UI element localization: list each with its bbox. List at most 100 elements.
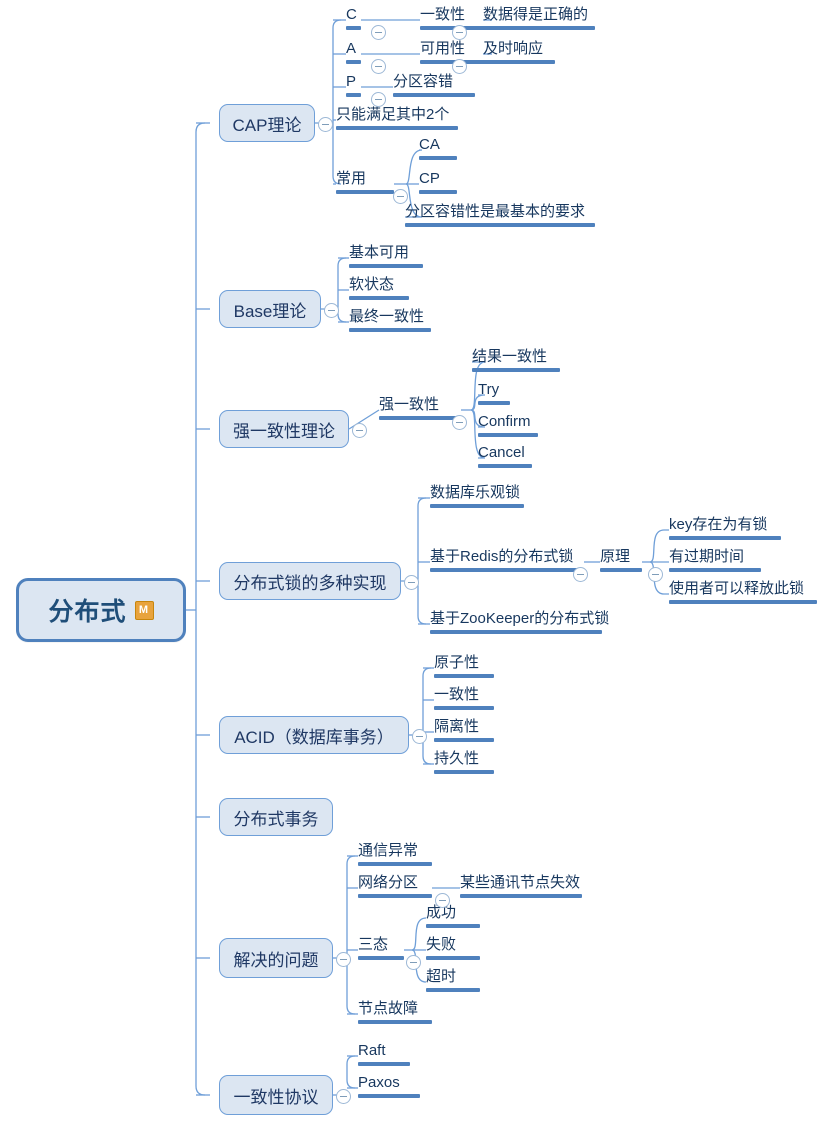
leaf-node-label: CP: [419, 170, 440, 187]
leaf-node-base2[interactable]: 软状态: [349, 277, 409, 305]
leaf-underline-bar: [426, 924, 480, 928]
collapse-minus-icon-redis[interactable]: [573, 567, 588, 582]
leaf-node-common[interactable]: 常用: [336, 171, 394, 199]
leaf-node-prob2-desc[interactable]: 某些通讯节点失效: [460, 875, 582, 903]
leaf-node-prob2[interactable]: 网络分区: [358, 875, 432, 903]
leaf-node-cp[interactable]: CP: [419, 171, 457, 199]
minus-glyph: [397, 196, 404, 197]
branch-node-acid[interactable]: ACID（数据库事务）: [219, 716, 409, 754]
leaf-node-label: Paxos: [358, 1074, 400, 1091]
root-node-label: 分布式: [48, 598, 127, 626]
leaf-underline-bar: [358, 1094, 420, 1098]
leaf-node-base1[interactable]: 基本可用: [349, 245, 423, 273]
leaf-node-label: 原理: [600, 548, 631, 565]
leaf-node-label: Confirm: [478, 413, 531, 430]
leaf-node-only2[interactable]: 只能满足其中2个: [336, 107, 458, 135]
leaf-node-label: 数据得是正确的: [483, 6, 589, 23]
leaf-node-expire[interactable]: 有过期时间: [669, 549, 761, 577]
leaf-node-acid1[interactable]: 原子性: [434, 655, 494, 683]
branch-node-distributed-transaction[interactable]: 分布式事务: [219, 798, 333, 836]
collapse-minus-icon-c[interactable]: [371, 25, 386, 40]
collapse-minus-icon-c-cons[interactable]: [452, 25, 467, 40]
collapse-minus-icon-protocol[interactable]: [336, 1089, 351, 1104]
leaf-node-state2[interactable]: 失败: [426, 937, 480, 965]
leaf-underline-bar: [669, 600, 817, 604]
leaf-underline-bar: [379, 416, 461, 420]
collapse-minus-icon-a[interactable]: [371, 59, 386, 74]
minus-glyph: [456, 32, 463, 33]
leaf-node-label: 持久性: [434, 750, 480, 767]
leaf-node-paxos[interactable]: Paxos: [358, 1075, 420, 1103]
leaf-node-label: 强一致性: [379, 396, 440, 413]
minus-glyph: [408, 582, 415, 583]
leaf-node-acid4[interactable]: 持久性: [434, 751, 494, 779]
leaf-node-prob4[interactable]: 节点故障: [358, 1001, 432, 1029]
collapse-minus-icon-p[interactable]: [371, 92, 386, 107]
leaf-node-confirm[interactable]: Confirm: [478, 414, 538, 442]
branch-node-strong-consistency[interactable]: 强一致性理论: [219, 410, 349, 448]
collapse-minus-icon-principle[interactable]: [648, 567, 663, 582]
leaf-node-zk-lock[interactable]: 基于ZooKeeper的分布式锁: [430, 611, 609, 639]
leaf-node-release[interactable]: 使用者可以释放此锁: [669, 581, 817, 609]
branch-node-consensus-protocol[interactable]: 一致性协议: [219, 1075, 333, 1115]
collapse-minus-icon-problems[interactable]: [336, 952, 351, 967]
collapse-minus-icon-dlock[interactable]: [404, 575, 419, 590]
branch-node-cap[interactable]: CAP理论: [219, 104, 315, 142]
leaf-node-state1[interactable]: 成功: [426, 905, 480, 933]
leaf-node-label: 一致性: [434, 686, 480, 703]
leaf-node-raft[interactable]: Raft: [358, 1043, 410, 1071]
leaf-underline-bar: [419, 190, 457, 194]
collapse-minus-icon-common[interactable]: [393, 189, 408, 204]
leaf-node-base3[interactable]: 最终一致性: [349, 309, 431, 337]
leaf-node-key-exist[interactable]: key存在为有锁: [669, 517, 781, 545]
leaf-underline-bar: [346, 60, 361, 64]
leaf-node-res-cons[interactable]: 结果一致性: [472, 349, 560, 377]
leaf-underline-bar: [358, 862, 432, 866]
minus-glyph: [328, 310, 335, 311]
collapse-minus-icon-root-cap[interactable]: [318, 117, 333, 132]
leaf-node-cancel[interactable]: Cancel: [478, 445, 532, 473]
leaf-node-ca[interactable]: CA: [419, 137, 457, 165]
leaf-node-label: 最终一致性: [349, 308, 425, 325]
collapse-minus-icon-netpart[interactable]: [435, 893, 450, 908]
leaf-node-acid3[interactable]: 隔离性: [434, 719, 494, 747]
leaf-node-part-basic[interactable]: 分区容错性是最基本的要求: [405, 204, 595, 232]
leaf-node-state3[interactable]: 超时: [426, 969, 480, 997]
leaf-node-a[interactable]: A: [346, 41, 361, 69]
minus-glyph: [340, 959, 347, 960]
leaf-node-a-avail-desc[interactable]: 及时响应: [483, 41, 555, 69]
collapse-minus-icon-strongc[interactable]: [452, 415, 467, 430]
leaf-underline-bar: [669, 568, 761, 572]
collapse-minus-icon-base[interactable]: [324, 303, 339, 318]
leaf-node-prob3[interactable]: 三态: [358, 937, 404, 965]
leaf-node-c[interactable]: C: [346, 7, 361, 35]
leaf-node-strong-c[interactable]: 强一致性: [379, 397, 461, 425]
collapse-minus-icon-acid[interactable]: [412, 729, 427, 744]
minus-glyph: [652, 574, 659, 575]
collapse-minus-icon-a-avail[interactable]: [452, 59, 467, 74]
branch-node-base[interactable]: Base理论: [219, 290, 321, 328]
branch-node-distributed-lock[interactable]: 分布式锁的多种实现: [219, 562, 401, 600]
leaf-node-try[interactable]: Try: [478, 382, 510, 410]
branch-node-problems[interactable]: 解决的问题: [219, 938, 333, 978]
leaf-node-c-cons-desc[interactable]: 数据得是正确的: [483, 7, 595, 35]
leaf-underline-bar: [358, 1062, 410, 1066]
leaf-node-p-part[interactable]: 分区容错: [393, 74, 475, 102]
leaf-node-p[interactable]: P: [346, 74, 361, 102]
leaf-underline-bar: [600, 568, 642, 572]
leaf-underline-bar: [434, 738, 494, 742]
leaf-node-label: 超时: [426, 968, 457, 985]
leaf-underline-bar: [430, 504, 524, 508]
leaf-underline-bar: [349, 264, 423, 268]
collapse-minus-icon-tristate[interactable]: [406, 955, 421, 970]
collapse-minus-icon-strong[interactable]: [352, 423, 367, 438]
leaf-node-db-lock[interactable]: 数据库乐观锁: [430, 485, 524, 513]
leaf-underline-bar: [346, 93, 361, 97]
leaf-node-redis-lock[interactable]: 基于Redis的分布式锁: [430, 549, 584, 577]
minus-glyph: [577, 574, 584, 575]
leaf-node-label: 使用者可以释放此锁: [669, 580, 805, 597]
leaf-node-principle[interactable]: 原理: [600, 549, 642, 577]
leaf-node-acid2[interactable]: 一致性: [434, 687, 494, 715]
leaf-node-prob1[interactable]: 通信异常: [358, 843, 432, 871]
